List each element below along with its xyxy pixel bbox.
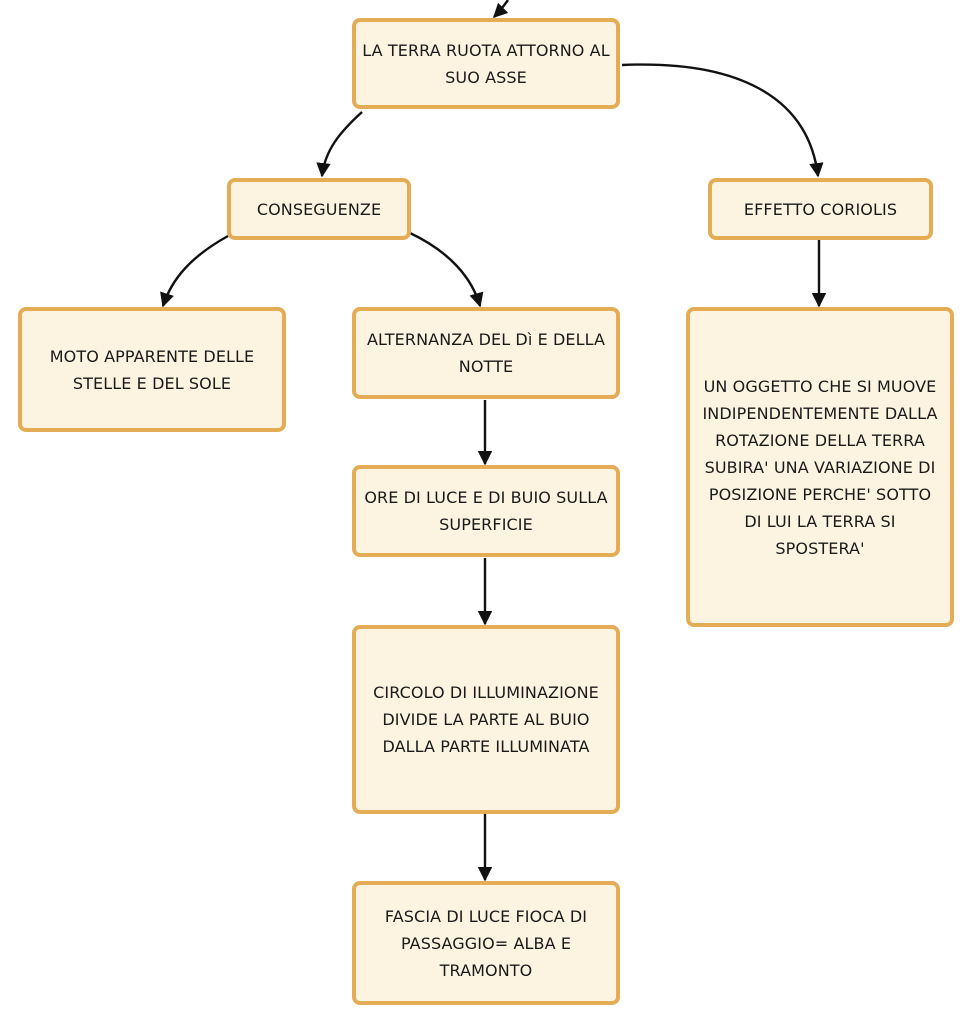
- node-alternanza: ALTERNANZA DEL Dì E DELLA NOTTE: [352, 307, 620, 399]
- node-ore-luce: ORE DI LUCE E DI BUIO SULLA SUPERFICIE: [352, 465, 620, 557]
- node-effetto-coriolis: EFFETTO CORIOLIS: [708, 178, 933, 240]
- node-conseguenze: CONSEGUENZE: [227, 178, 411, 240]
- node-moto-apparente-label: MOTO APPARENTE DELLE STELLE E DEL SOLE: [49, 346, 255, 393]
- node-effetto-coriolis-label: EFFETTO CORIOLIS: [743, 199, 898, 219]
- node-conseguenze-label: CONSEGUENZE: [256, 199, 382, 219]
- edge-incoming-root: [492, 0, 509, 19]
- node-terra-ruota: LA TERRA RUOTA ATTORNO AL SUO ASSE: [352, 18, 620, 109]
- node-oggetto-muove: UN OGGETTO CHE SI MUOVE INDIPENDENTEMENT…: [686, 307, 954, 627]
- edge-root-coriolis: [621, 63, 824, 178]
- node-moto-apparente: MOTO APPARENTE DELLE STELLE E DEL SOLE: [18, 307, 286, 432]
- node-fascia-luce-label: FASCIA DI LUCE FIOCA DI PASSAGGIO= ALBA …: [384, 906, 588, 980]
- node-alternanza-label: ALTERNANZA DEL Dì E DELLA NOTTE: [366, 330, 606, 376]
- node-fascia-luce: FASCIA DI LUCE FIOCA DI PASSAGGIO= ALBA …: [352, 881, 620, 1005]
- node-ore-luce-label: ORE DI LUCE E DI BUIO SULLA SUPERFICIE: [364, 488, 608, 534]
- edge-conseguenze-alternanza: [409, 231, 484, 308]
- node-oggetto-muove-label: UN OGGETTO CHE SI MUOVE INDIPENDENTEMENT…: [702, 376, 938, 558]
- edge-root-conseguenze: [316, 111, 363, 178]
- node-terra-ruota-label: LA TERRA RUOTA ATTORNO AL SUO ASSE: [362, 40, 610, 87]
- edge-conseguenze-moto: [160, 234, 229, 308]
- node-circolo-illuminazione: CIRCOLO DI ILLUMINAZIONE DIVIDE LA PARTE…: [352, 625, 620, 814]
- node-circolo-illuminazione-label: CIRCOLO DI ILLUMINAZIONE DIVIDE LA PARTE…: [373, 683, 599, 756]
